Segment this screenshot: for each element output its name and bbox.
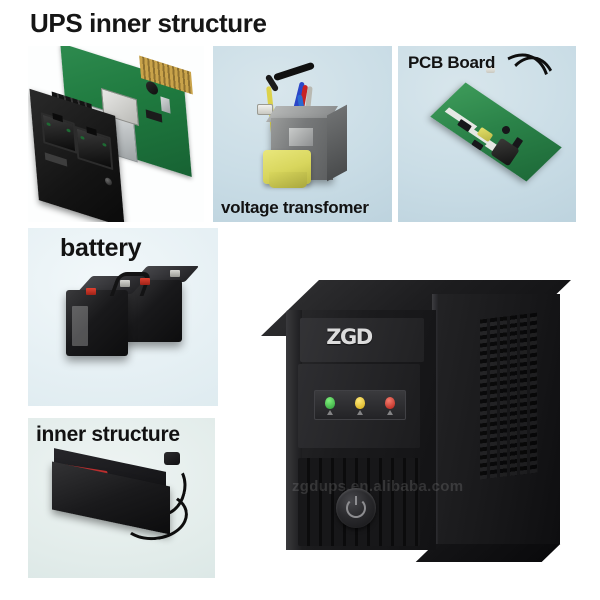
panel-battery[interactable]: battery [28, 228, 218, 406]
battery-led-marker-icon [357, 410, 363, 415]
ups-led-indicator-strip [314, 390, 406, 420]
pcb-board-photo [398, 46, 576, 222]
core-window [289, 128, 313, 146]
battery-led-icon [355, 397, 365, 415]
inner-structure-photo [28, 418, 215, 578]
fault-led-icon [385, 397, 395, 415]
panel-snmp-card[interactable] [28, 46, 204, 222]
battery-terminal-negative [120, 280, 130, 287]
battery-terminal-negative [170, 270, 180, 277]
panel-label-voltage-transformer: voltage transfomer [221, 198, 369, 217]
ups-brand-logo: ZGD [326, 325, 373, 349]
fault-led-marker-icon [387, 410, 393, 415]
port-led-icon [102, 142, 107, 147]
battery-label [72, 306, 88, 346]
panel-label-inner-structure: inner structure [36, 423, 180, 446]
panel-pcb-board[interactable]: PCB Board [398, 46, 576, 222]
port-led-icon [46, 121, 51, 127]
battery-terminal-positive [140, 278, 150, 285]
power-led-marker-icon [327, 410, 333, 415]
battery-photo [28, 228, 218, 406]
page-title: UPS inner structure [30, 8, 267, 38]
black-sleeve-wire [272, 61, 316, 82]
snmp-card-photo [28, 46, 204, 222]
panel-inner-structure[interactable]: inner structure [28, 418, 215, 578]
power-led-icon [325, 397, 335, 415]
power-plug [164, 452, 180, 465]
battery-unit [66, 290, 128, 356]
ups-unit-photo[interactable]: ZGD zgdups.en.alibaba.com [261, 280, 578, 576]
battery-terminal-positive [86, 288, 96, 295]
transformer-core-side [327, 104, 347, 182]
panel-label-battery: battery [60, 234, 142, 262]
ups-side-vent-mask [480, 312, 538, 480]
power-symbol-icon [346, 496, 366, 518]
ups-logo-panel [300, 318, 424, 362]
crystal-oscillator [160, 96, 171, 114]
panel-voltage-transformer[interactable]: voltage transfomer [213, 46, 392, 222]
panel-label-pcb-board: PCB Board [408, 53, 496, 72]
transformer-bobbin-lower [269, 172, 307, 188]
ups-bottom-edge [415, 544, 561, 562]
power-button[interactable] [336, 488, 376, 528]
port-led-icon [66, 128, 71, 133]
port-led-icon [80, 135, 85, 141]
cable-terminal [486, 66, 495, 73]
voltage-transformer-photo [213, 46, 392, 222]
